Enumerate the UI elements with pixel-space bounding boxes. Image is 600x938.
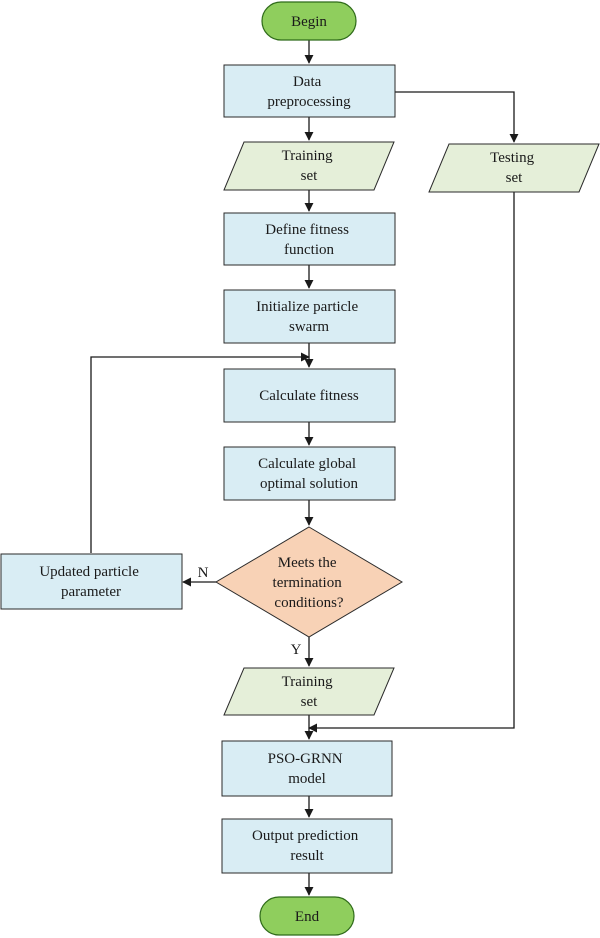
begin-label: Begin bbox=[291, 14, 327, 30]
update-particle-label: Updated particle parameter bbox=[39, 564, 142, 600]
edge-label-yes: Y bbox=[291, 642, 302, 658]
node-global-optimal: Calculate global optimal solution bbox=[223, 446, 396, 501]
testing-set-label: Testing set bbox=[490, 150, 538, 186]
initialize-swarm-label: Initialize particle swarm bbox=[256, 299, 362, 335]
global-optimal-label: Calculate global optimal solution bbox=[258, 456, 360, 492]
update-particle-box bbox=[0, 553, 183, 610]
node-pso-grnn: PSO-GRNN model bbox=[221, 740, 393, 797]
edge-update-loop-back bbox=[90, 352, 310, 553]
node-end: End bbox=[259, 896, 355, 936]
training-set-1-label: Training set bbox=[282, 148, 337, 184]
initialize-swarm-box bbox=[223, 289, 396, 344]
training-set-2-parallelogram bbox=[223, 667, 395, 716]
testing-set-parallelogram bbox=[428, 143, 600, 193]
edge-testing-set-to-pso-grnn bbox=[308, 192, 515, 733]
node-data-preprocessing: Data preprocessing bbox=[223, 64, 396, 118]
define-fitness-box bbox=[223, 212, 396, 266]
edge-preprocessing-to-testing-set bbox=[395, 91, 519, 143]
calculate-fitness-label: Calculate fitness bbox=[259, 388, 359, 404]
node-begin: Begin bbox=[261, 1, 357, 41]
node-training-set-2: Training set bbox=[223, 667, 395, 716]
pso-grnn-box bbox=[221, 740, 393, 797]
output-result-box bbox=[221, 818, 393, 874]
edge-label-no: N bbox=[198, 565, 209, 581]
node-calculate-fitness: Calculate fitness bbox=[223, 368, 396, 423]
calculate-fitness-box bbox=[223, 368, 396, 423]
define-fitness-label: Define fitness function bbox=[265, 222, 352, 258]
data-preprocessing-box bbox=[223, 64, 396, 118]
node-testing-set: Testing set bbox=[428, 143, 600, 193]
edges bbox=[90, 40, 519, 896]
end-label: End bbox=[295, 909, 320, 925]
node-training-set-1: Training set bbox=[223, 141, 395, 191]
node-update-particle: Updated particle parameter bbox=[0, 553, 183, 610]
training-set-2-label: Training set bbox=[282, 674, 337, 710]
pso-grnn-label: PSO-GRNN model bbox=[268, 751, 347, 787]
node-output-result: Output prediction result bbox=[221, 818, 393, 874]
node-initialize-swarm: Initialize particle swarm bbox=[223, 289, 396, 344]
data-preprocessing-label: Data preprocessing bbox=[267, 74, 351, 110]
end-terminal bbox=[259, 896, 355, 936]
termination-label: Meets the termination conditions? bbox=[273, 555, 346, 611]
training-set-1-parallelogram bbox=[223, 141, 395, 191]
global-optimal-box bbox=[223, 446, 396, 501]
node-termination-decision: Meets the termination conditions? bbox=[215, 526, 403, 638]
node-define-fitness: Define fitness function bbox=[223, 212, 396, 266]
output-result-label: Output prediction result bbox=[252, 828, 362, 864]
begin-terminal bbox=[261, 1, 357, 41]
termination-diamond bbox=[215, 526, 403, 638]
